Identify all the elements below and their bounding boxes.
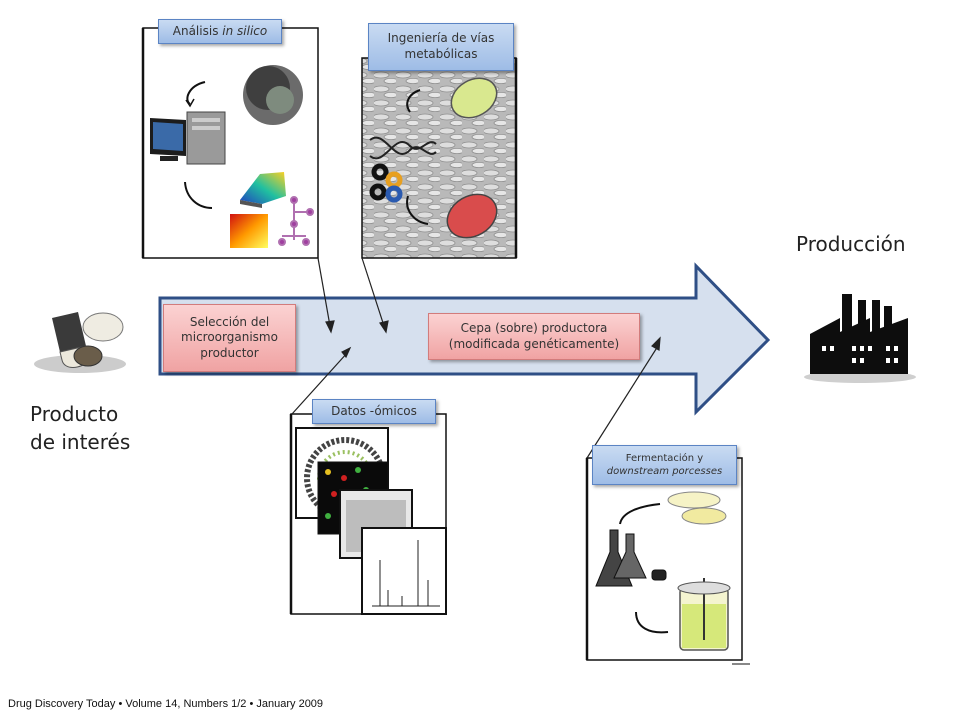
label-fermentacion-italic: downstream porcesses — [606, 466, 723, 477]
label-ingenieria-text: Ingeniería de vías metabólicas — [387, 31, 495, 61]
computer-icon — [150, 111, 226, 165]
surface-plot-icon — [240, 172, 286, 208]
label-datos-omicos: Datos -ómicos — [312, 399, 436, 424]
panel-analisis — [141, 27, 319, 259]
spectrum-icon — [361, 527, 447, 615]
panel-datos — [289, 413, 447, 615]
label-analisis-in-silico: Análisis in silico — [158, 19, 282, 44]
plasmids-icon — [369, 163, 403, 203]
producto-de-interes: Producto de interés — [30, 402, 131, 454]
flasks-icon — [595, 529, 667, 587]
label-analisis-italic: in silico — [222, 23, 268, 38]
label-cepa: Cepa (sobre) productora (modificada gené… — [428, 313, 640, 360]
factory-icon — [804, 294, 916, 383]
label-seleccion: Selección del microorganismo productor — [163, 304, 296, 372]
green-cell-icon — [450, 77, 498, 119]
panel-fermentacion — [585, 457, 750, 665]
connector-arrows — [291, 257, 661, 459]
panel-ingenieria — [361, 57, 518, 259]
label-cepa-text: Cepa (sobre) productora (modificada gené… — [448, 320, 620, 351]
bioreactor-icon — [677, 578, 731, 651]
label-fermentacion-line1: Fermentación y — [625, 453, 704, 464]
network-icon — [243, 65, 303, 125]
pills-icon — [34, 312, 126, 373]
label-fermentacion: Fermentación y downstream porcesses — [592, 445, 737, 485]
dna-icon — [369, 136, 437, 160]
produccion-title: Producción — [796, 232, 906, 256]
heatmap-icon — [230, 214, 268, 248]
petri-dish-icon — [667, 491, 727, 525]
label-analisis-prefix: Análisis — [172, 23, 219, 38]
label-seleccion-text: Selección del microorganismo productor — [181, 314, 278, 360]
red-cell-icon — [446, 193, 498, 239]
citation-footer: Drug Discovery Today • Volume 14, Number… — [8, 698, 324, 710]
label-datos-text: Datos -ómicos — [331, 403, 417, 418]
pathway-icon — [278, 196, 314, 246]
label-ingenieria: Ingeniería de vías metabólicas — [368, 23, 514, 71]
